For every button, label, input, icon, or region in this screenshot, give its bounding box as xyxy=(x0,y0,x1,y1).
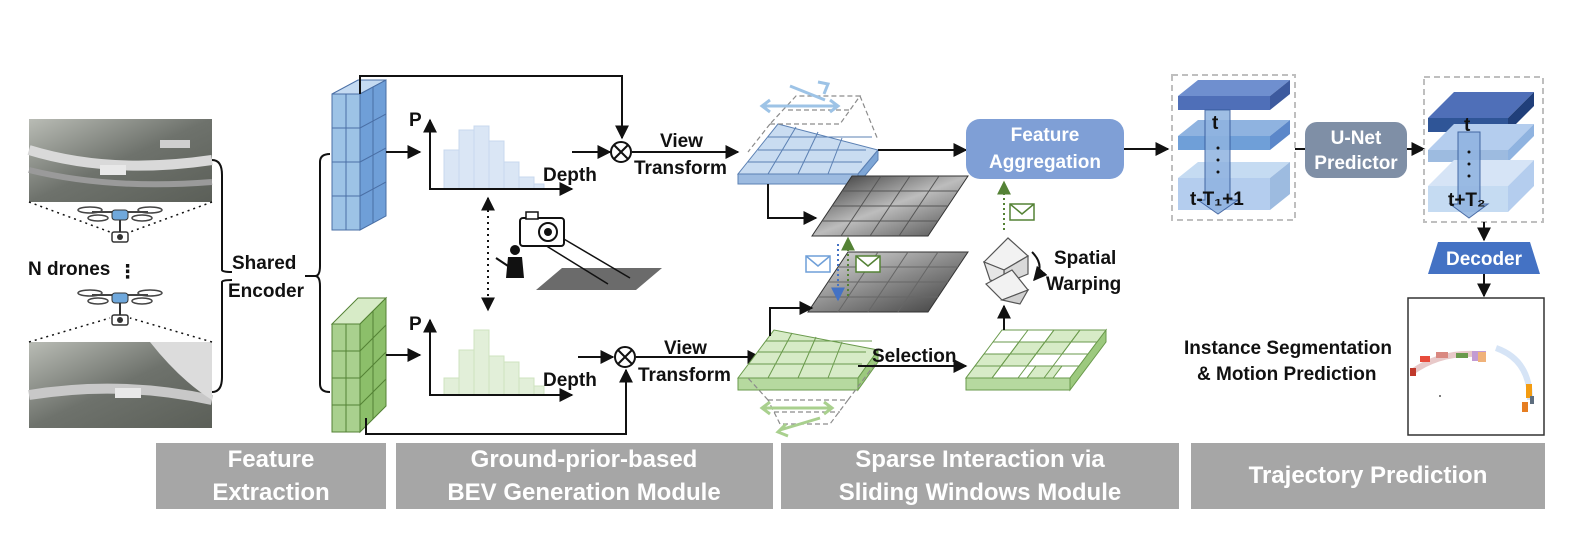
top-skip-connection xyxy=(359,75,629,159)
section-bar-trajectory-prediction xyxy=(1191,443,1545,509)
drones-label: N drones xyxy=(28,259,110,280)
aggregation-label-line2: Aggregation xyxy=(989,152,1101,173)
top-bev-grid xyxy=(736,123,879,186)
history-feature-stack xyxy=(1178,80,1290,215)
bottom-to-correlation-arrow xyxy=(769,301,814,336)
aggregation-label-line1: Feature xyxy=(1011,125,1080,146)
top-to-correlation-arrow xyxy=(767,184,818,225)
top-sliding-window xyxy=(747,95,879,153)
envelope-icon xyxy=(1009,203,1035,221)
blue-feature-map xyxy=(331,79,387,231)
bottom-skip-connection xyxy=(365,350,633,435)
envelope-icon xyxy=(855,255,881,273)
drone-view-cones xyxy=(28,201,213,343)
warp-label-line2: Warping xyxy=(1046,274,1121,295)
correlation-map-a xyxy=(811,175,969,237)
feature-aggregation-box xyxy=(966,119,1124,179)
section-3-line2: Sliding Windows Module xyxy=(839,479,1121,506)
history-t-label: t xyxy=(1212,113,1219,134)
otimes-icon xyxy=(614,346,636,368)
sparse-selected-grid xyxy=(965,328,1107,392)
section-1-line2: Extraction xyxy=(212,479,329,506)
future-t-future-label: t+T₂ xyxy=(1448,190,1485,211)
camera-icon xyxy=(519,211,565,247)
person-icon xyxy=(495,245,524,278)
bottom-view-transform-line1: View xyxy=(664,338,707,359)
section-bar-bev-generation xyxy=(396,443,773,509)
envelope-icon xyxy=(805,255,831,273)
encoder-label-line2: Encoder xyxy=(228,281,305,302)
encoder-connectors xyxy=(211,153,331,393)
unet-label-line2: Predictor xyxy=(1314,153,1398,174)
drone-icon xyxy=(77,289,163,326)
unet-label-line1: U-Net xyxy=(1331,128,1382,149)
history-t-past-label: t-T₁+1 xyxy=(1190,189,1244,210)
correlation-map-b xyxy=(807,251,969,313)
top-view-transform-line1: View xyxy=(660,131,703,152)
drone-image-top xyxy=(27,119,213,202)
top-depth-distribution xyxy=(423,118,574,196)
warp-rotation-arrow xyxy=(1031,251,1048,282)
warp-label-line1: Spatial xyxy=(1054,248,1116,269)
bottom-bev-grid xyxy=(737,329,879,392)
section-bar-feature-extraction xyxy=(156,443,386,509)
selection-label: Selection xyxy=(872,346,956,367)
segmentation-output xyxy=(1407,297,1545,436)
spatial-warping-shapes xyxy=(982,237,1030,305)
drone-image-bottom xyxy=(28,342,214,428)
bottom-view-transform-line2: Transform xyxy=(638,365,731,386)
section-bar-sparse-interaction xyxy=(781,443,1179,509)
section-2-line2: BEV Generation Module xyxy=(447,479,720,506)
section-1-line1: Feature xyxy=(228,446,315,473)
unet-predictor-box xyxy=(1305,122,1407,178)
bottom-window-move-arrows xyxy=(759,400,835,438)
encoder-label-line1: Shared xyxy=(232,253,296,274)
otimes-icon xyxy=(610,141,632,163)
green-feature-map xyxy=(330,296,388,434)
drones-ellipsis: ⋮ xyxy=(118,262,137,283)
decoder-label: Decoder xyxy=(1446,249,1523,270)
top-window-move-arrows xyxy=(759,80,841,114)
top-axis-p: P xyxy=(409,110,422,131)
decoder-box xyxy=(1428,242,1540,274)
section-3-line1: Sparse Interaction via xyxy=(855,446,1105,473)
top-axis-depth: Depth xyxy=(543,165,597,186)
section-4-line1: Trajectory Prediction xyxy=(1249,462,1488,489)
top-view-transform-line2: Transform xyxy=(634,158,727,179)
section-2-line1: Ground-prior-based xyxy=(471,446,698,473)
output-label-line1: Instance Segmentation xyxy=(1184,338,1392,359)
bottom-depth-distribution xyxy=(423,318,574,402)
future-feature-stack xyxy=(1428,92,1534,219)
output-label-line2: & Motion Prediction xyxy=(1197,364,1376,385)
history-frame-box xyxy=(1171,74,1296,221)
drone-icon xyxy=(77,206,163,243)
bottom-axis-p: P xyxy=(409,314,422,335)
future-t-label: t xyxy=(1464,115,1471,136)
bottom-axis-depth: Depth xyxy=(543,370,597,391)
